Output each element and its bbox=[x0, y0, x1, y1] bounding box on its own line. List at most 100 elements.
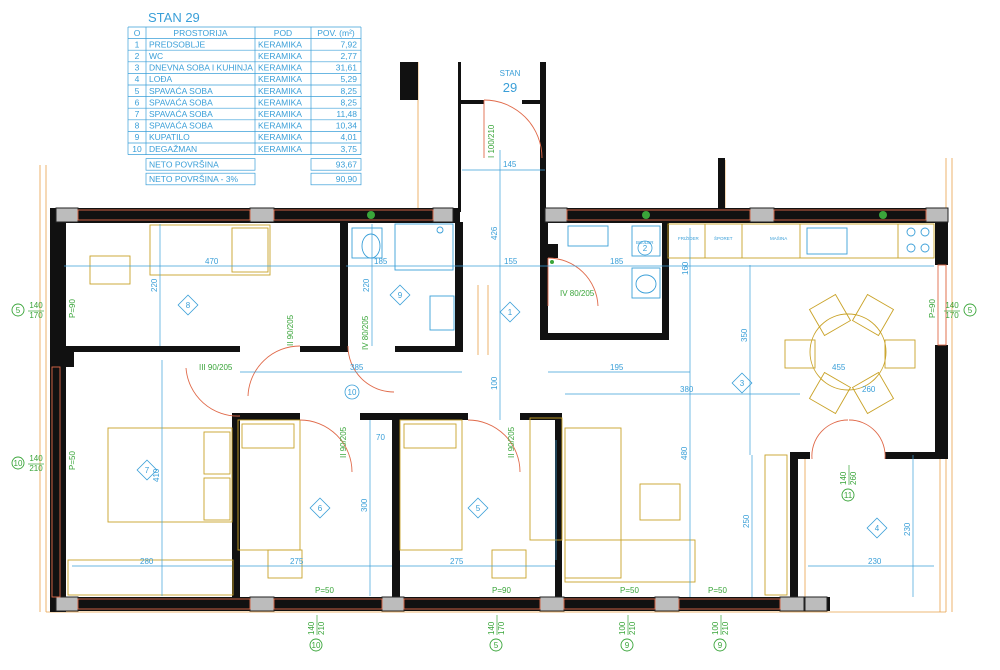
window-axis: 5 bbox=[968, 306, 973, 315]
window-height: 170 bbox=[497, 621, 506, 635]
parapet-height: P=90 bbox=[928, 299, 937, 318]
room-number: 1 bbox=[508, 308, 513, 317]
room-number: 5 bbox=[476, 504, 481, 513]
table-cell: PREDSOBLJE bbox=[149, 39, 206, 49]
window-axis: 11 bbox=[844, 491, 853, 500]
appliance-label: ŠPORET bbox=[714, 235, 733, 241]
room-marker bbox=[389, 284, 411, 306]
dimension-value: 155 bbox=[504, 257, 518, 266]
apartment-number: 29 bbox=[503, 80, 517, 95]
table-cell: 3,75 bbox=[340, 144, 357, 154]
parapet-height: P=90 bbox=[68, 299, 77, 318]
parapet-height: P=50 bbox=[68, 451, 77, 470]
table-cell: 4,01 bbox=[340, 132, 357, 142]
parapet-height: P=90 bbox=[492, 586, 511, 595]
table-title: STAN 29 bbox=[148, 10, 200, 25]
window-height: 210 bbox=[721, 621, 730, 635]
dimension-value: 426 bbox=[490, 226, 499, 240]
dimension-value: 70 bbox=[376, 433, 385, 442]
window-width: 100 bbox=[711, 621, 720, 635]
dimension-value: 380 bbox=[680, 385, 694, 394]
dimension-value: 275 bbox=[290, 557, 304, 566]
window-height: 210 bbox=[628, 621, 637, 635]
window-axis: 10 bbox=[312, 641, 321, 650]
dimension-value: 195 bbox=[610, 363, 624, 372]
table-cell: DNEVNA SOBA I KUHINJA bbox=[149, 63, 253, 73]
table-cell: 10,34 bbox=[336, 121, 358, 131]
table-cell: 31,61 bbox=[336, 63, 358, 73]
dimension-value: 100 bbox=[490, 376, 499, 390]
door-swings bbox=[185, 99, 886, 473]
room-marker bbox=[467, 497, 489, 519]
door-label: II 90/205 bbox=[339, 426, 348, 458]
room-number: 8 bbox=[186, 301, 191, 310]
dimension-value: 260 bbox=[862, 385, 876, 394]
table-cell: SPAVAĆA SOBA bbox=[149, 86, 213, 96]
table-cell: KUPATILO bbox=[149, 132, 190, 142]
window-axis-circle bbox=[11, 303, 25, 317]
fixtures bbox=[351, 211, 930, 331]
columns bbox=[55, 207, 949, 612]
window-width: 140 bbox=[307, 621, 316, 635]
table-cell: 10 bbox=[132, 144, 142, 154]
window-axis: 10 bbox=[14, 459, 23, 468]
table-cell: 7,92 bbox=[340, 39, 357, 49]
table-cell: 7 bbox=[135, 109, 140, 119]
window-axis-circle bbox=[841, 488, 855, 502]
room-number: 9 bbox=[398, 291, 403, 300]
table-cell: DEGAŽMAN bbox=[149, 144, 197, 154]
apartment-label: STAN bbox=[500, 69, 521, 78]
table-header: POD bbox=[274, 28, 292, 38]
dimension-value: 230 bbox=[903, 522, 912, 536]
window-axis-circle bbox=[489, 638, 503, 652]
room-marker bbox=[866, 517, 888, 539]
door-label: I 100/210 bbox=[487, 124, 496, 158]
door-label: III 90/205 bbox=[199, 363, 233, 372]
window-width: 140 bbox=[487, 621, 496, 635]
door-label: IV 80/205 bbox=[361, 315, 370, 350]
table-header: POV. (m²) bbox=[317, 28, 355, 38]
appliance-label: MAŠINA bbox=[770, 235, 787, 241]
room-marker bbox=[177, 294, 199, 316]
dimension-value: 350 bbox=[740, 328, 749, 342]
table-cell: KERAMIKA bbox=[258, 74, 302, 84]
room-marker bbox=[731, 372, 753, 394]
window-height: 210 bbox=[317, 621, 326, 635]
dimension-value: 470 bbox=[205, 257, 219, 266]
parapet-height: P=50 bbox=[315, 586, 334, 595]
dimension-value: 185 bbox=[374, 257, 388, 266]
dimension-value: 220 bbox=[362, 278, 371, 292]
window-axis: 5 bbox=[494, 641, 499, 650]
window-axis: 9 bbox=[718, 641, 723, 650]
table-cell: WC bbox=[149, 51, 163, 61]
table-cell: SPAVAĆA SOBA bbox=[149, 121, 213, 131]
walls bbox=[50, 62, 948, 612]
room-number: 7 bbox=[145, 466, 150, 475]
window-axis-circle bbox=[11, 456, 25, 470]
dimension-value: 250 bbox=[742, 514, 751, 528]
room-number: 6 bbox=[318, 504, 323, 513]
room-marker bbox=[499, 301, 521, 323]
room-number: 4 bbox=[875, 524, 880, 533]
table-total-label: NETO POVRŠINA - 3% bbox=[149, 174, 239, 184]
door-label: II 90/205 bbox=[286, 314, 295, 346]
window-width: 140 bbox=[29, 454, 43, 463]
door-label: II 90/205 bbox=[507, 426, 516, 458]
table-cell: KERAMIKA bbox=[258, 97, 302, 107]
window-axis: 9 bbox=[625, 641, 630, 650]
room-marker bbox=[309, 497, 331, 519]
table-cell: KERAMIKA bbox=[258, 132, 302, 142]
table-cell: LOĐA bbox=[149, 74, 172, 84]
table-total-value: 90,90 bbox=[336, 174, 358, 184]
door-label: IV 80/205 bbox=[560, 289, 595, 298]
dimension-value: 385 bbox=[350, 363, 364, 372]
table-cell: KERAMIKA bbox=[258, 121, 302, 131]
dimension-value: 480 bbox=[680, 446, 689, 460]
table-cell: SPAVAĆA SOBA bbox=[149, 97, 213, 107]
furniture bbox=[67, 223, 935, 596]
window-width: 140 bbox=[839, 471, 848, 485]
table-cell: KERAMIKA bbox=[258, 51, 302, 61]
dimension-value: 275 bbox=[450, 557, 464, 566]
window-width: 140 bbox=[29, 301, 43, 310]
